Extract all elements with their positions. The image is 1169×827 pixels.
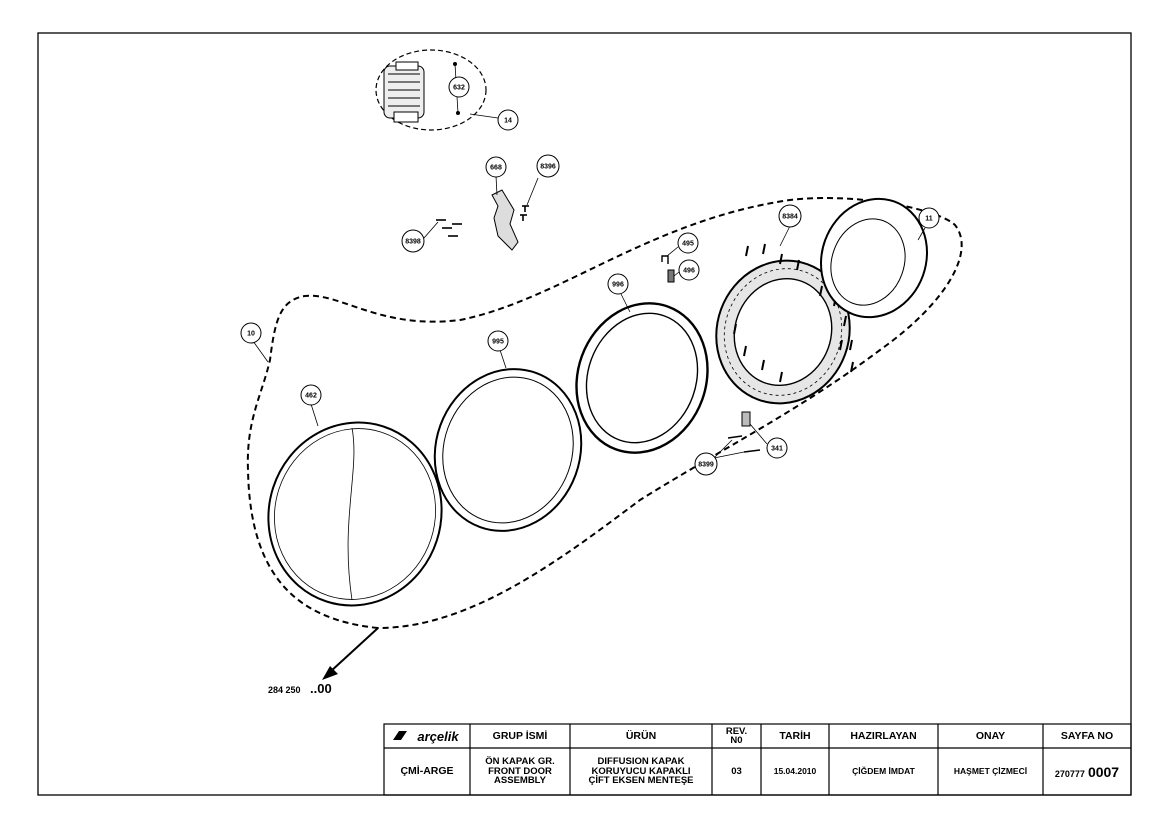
hook-part <box>661 255 669 264</box>
screw-set-8396 <box>520 205 529 221</box>
hinge-cover-part <box>383 61 425 123</box>
callout-8396: 8396 <box>536 154 560 178</box>
callout-495: 495 <box>677 232 699 254</box>
callout-496: 496 <box>678 259 700 281</box>
screw-set-8399 <box>727 435 761 453</box>
door-ring-996 <box>575 302 709 454</box>
prepared-value: ÇİĞDEM İMDAT <box>852 766 915 777</box>
door-frame-inner <box>442 376 574 524</box>
svg-text:996: 996 <box>612 282 624 289</box>
leader <box>526 177 539 206</box>
date-value: 15.04.2010 <box>773 766 817 777</box>
hinge-part-341 <box>741 411 751 427</box>
assembly-code-prefix: 284 250 <box>268 685 301 695</box>
glass-seam <box>347 427 355 601</box>
callout-14: 14 <box>497 109 519 131</box>
logo-mark-icon <box>393 731 407 740</box>
svg-text:462: 462 <box>305 393 317 400</box>
detail-boundary-dashed <box>375 49 487 131</box>
leader <box>779 225 791 247</box>
spring-part <box>667 269 675 283</box>
assembly-arrow <box>329 627 379 673</box>
leader <box>495 175 498 196</box>
callout-11: 11 <box>918 207 940 229</box>
header-date: TARİH <box>779 729 811 742</box>
callout-668: 668 <box>485 156 507 178</box>
frame-screws <box>733 243 854 383</box>
dept-value: ÇMİ-ARGE <box>400 765 454 778</box>
title-block-grid <box>383 723 1132 796</box>
page-number: 270777 0007 <box>1044 749 1130 794</box>
svg-text:11: 11 <box>925 216 933 223</box>
leader <box>673 271 680 277</box>
product-value: DIFFUSION KAPAK KORUYUCU KAPAKLI ÇİFT EK… <box>588 756 694 787</box>
callout-995: 995 <box>487 330 509 352</box>
door-glass-inner <box>274 428 436 600</box>
leader <box>499 349 507 369</box>
callout-8398: 8398 <box>401 229 425 253</box>
callout-8384: 8384 <box>778 204 802 228</box>
leader <box>423 221 439 239</box>
svg-text:14: 14 <box>504 118 512 125</box>
drawing-frame <box>37 32 1132 796</box>
header-group: GRUP İSMİ <box>492 729 548 742</box>
door-frame-ring-995 <box>433 368 583 532</box>
callout-8399: 8399 <box>694 452 718 476</box>
company-logo: arçelik <box>417 728 459 744</box>
header-product: ÜRÜN <box>625 729 657 742</box>
leader <box>713 439 733 459</box>
svg-text:341: 341 <box>771 446 783 453</box>
svg-text:668: 668 <box>490 165 502 172</box>
callout-462: 462 <box>300 384 322 406</box>
svg-text:8396: 8396 <box>540 164 556 171</box>
hinge-bracket-part <box>491 189 519 251</box>
svg-text:10: 10 <box>247 331 255 338</box>
callout-996: 996 <box>607 273 629 295</box>
screw-set-8398 <box>436 219 462 237</box>
leader <box>310 403 319 427</box>
callout-10: 10 <box>240 322 262 344</box>
header-approval: ONAY <box>975 729 1006 742</box>
leader <box>469 113 499 119</box>
group-value: ÖN KAPAK GR. FRONT DOOR ASSEMBLY <box>485 756 555 787</box>
leader <box>917 227 926 241</box>
page-number-suffix: 0007 <box>1087 764 1120 780</box>
glass-bowl-inner <box>830 218 906 306</box>
svg-text:8384: 8384 <box>782 214 798 221</box>
svg-text:995: 995 <box>492 339 504 346</box>
callout-341: 341 <box>766 437 788 459</box>
svg-text:8398: 8398 <box>405 239 421 246</box>
svg-text:8399: 8399 <box>698 462 714 469</box>
svg-text:495: 495 <box>682 241 694 248</box>
leader <box>252 340 269 363</box>
header-page: SAYFA NO <box>1060 729 1114 742</box>
page-number-prefix: 270777 <box>1054 769 1085 779</box>
svg-text:632: 632 <box>453 85 465 92</box>
callout-632: 632 <box>448 76 470 98</box>
header-prepared: HAZIRLAYAN <box>850 729 917 742</box>
approval-value: HAŞMET ÇİZMECİ <box>953 766 1028 777</box>
door-glass-bowl-11 <box>820 197 928 319</box>
rev-value: 03 <box>731 765 742 777</box>
leader <box>749 423 768 445</box>
door-glass-ring-462 <box>267 421 443 607</box>
inner-frame-opening <box>733 277 833 387</box>
arrow-head <box>322 666 338 680</box>
header-rev: REV. N0 <box>725 725 748 746</box>
leader <box>713 451 745 459</box>
door-ring-inner <box>585 312 699 444</box>
leader <box>666 246 679 257</box>
svg-text:496: 496 <box>683 268 695 275</box>
assembly-code-suffix: ..00 <box>310 681 332 696</box>
leader <box>620 293 631 313</box>
